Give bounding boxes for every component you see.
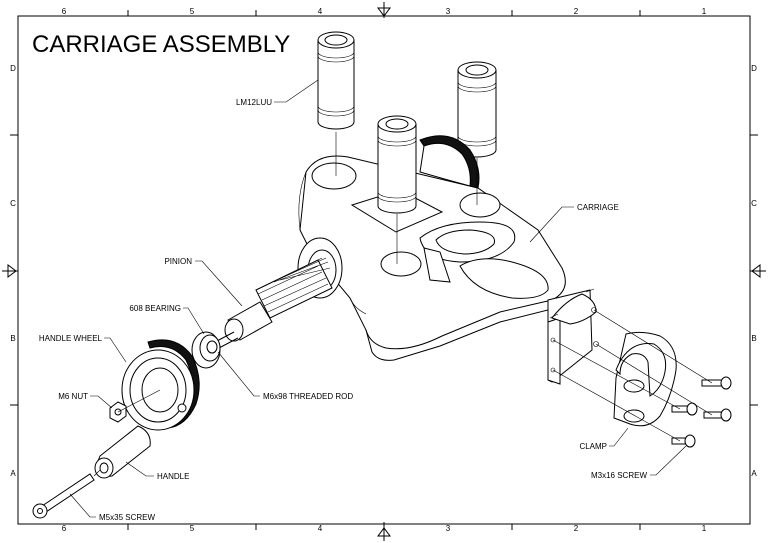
zone-row-a: A (751, 469, 757, 478)
label-threaded-rod: M6x98 THREADED ROD (263, 392, 353, 401)
m5-screw-part (32, 473, 95, 519)
zone-row-a: A (10, 469, 16, 478)
zone-col-4: 4 (318, 7, 323, 16)
label-lm12luu: LM12LUU (236, 98, 272, 107)
callout-pinion: PINION (164, 257, 243, 307)
zone-col-6: 6 (62, 7, 67, 16)
callout-m6-nut: M6 NUT (58, 392, 113, 409)
callout-handle-wheel: HANDLE WHEEL (39, 334, 127, 363)
zone-row-b: B (10, 334, 15, 343)
carriage-arm (547, 288, 599, 385)
zone-col-1: 1 (702, 7, 707, 16)
zone-col-2: 2 (574, 7, 579, 16)
zone-row-c: C (751, 199, 757, 208)
carriage-body (297, 155, 566, 361)
label-pinion: PINION (164, 257, 192, 266)
m3-screw-1 (701, 376, 732, 390)
zone-col-3: 3 (446, 7, 451, 16)
callout-m3-screw: M3x16 SCREW (591, 445, 687, 480)
lm12luu-bearing-left (317, 31, 355, 130)
pinion-part (224, 257, 333, 342)
zone-labels-left: D C B A (10, 64, 16, 478)
label-m3-screw: M3x16 SCREW (591, 471, 647, 480)
zone-col-5: 5 (190, 7, 195, 16)
m3-screw-4 (671, 434, 696, 448)
m3-screw-3 (703, 408, 732, 422)
label-clamp: CLAMP (579, 442, 607, 451)
handle-wheel-part (121, 339, 200, 431)
clamp-part (613, 331, 677, 427)
callout-608-bearing: 608 BEARING (129, 304, 205, 335)
label-608-bearing: 608 BEARING (129, 304, 181, 313)
zone-col-3: 3 (446, 524, 451, 533)
lm12luu-bearing-right (457, 61, 497, 158)
callout-threaded-rod: M6x98 THREADED ROD (217, 351, 353, 401)
zone-row-d: D (10, 64, 16, 73)
zone-row-b: B (751, 334, 756, 343)
zone-row-d: D (751, 64, 757, 73)
m3-screw-2 (671, 402, 698, 416)
callout-handle: HANDLE (125, 461, 189, 481)
label-m5-screw: M5x35 SCREW (99, 513, 155, 522)
label-carriage: CARRIAGE (577, 203, 619, 212)
drawing-title: CARRIAGE ASSEMBLY (32, 31, 290, 58)
zone-col-4: 4 (318, 524, 323, 533)
zone-col-1: 1 (702, 524, 707, 533)
zone-row-c: C (10, 199, 16, 208)
handle-part (94, 425, 151, 479)
zone-labels-top: 6 5 4 3 2 1 (62, 7, 707, 16)
zone-col-2: 2 (574, 524, 579, 533)
explode-lines (93, 132, 713, 477)
label-handle-wheel: HANDLE WHEEL (39, 334, 103, 343)
lm12luu-bearing-center (377, 115, 417, 214)
zone-col-6: 6 (62, 524, 67, 533)
608-bearing-part (191, 331, 221, 369)
callout-carriage: CARRIAGE (529, 203, 619, 243)
callout-m5-screw: M5x35 SCREW (69, 493, 155, 522)
zone-labels-right: D C B A (751, 64, 757, 478)
callout-lm12luu: LM12LUU (236, 79, 319, 107)
zone-labels-bottom: 6 5 4 3 2 1 (62, 524, 707, 533)
label-m6-nut: M6 NUT (58, 392, 88, 401)
zone-col-5: 5 (190, 524, 195, 533)
wheel-behind-carriage (419, 135, 480, 189)
label-handle: HANDLE (157, 472, 189, 481)
callout-clamp: CLAMP (579, 427, 629, 451)
